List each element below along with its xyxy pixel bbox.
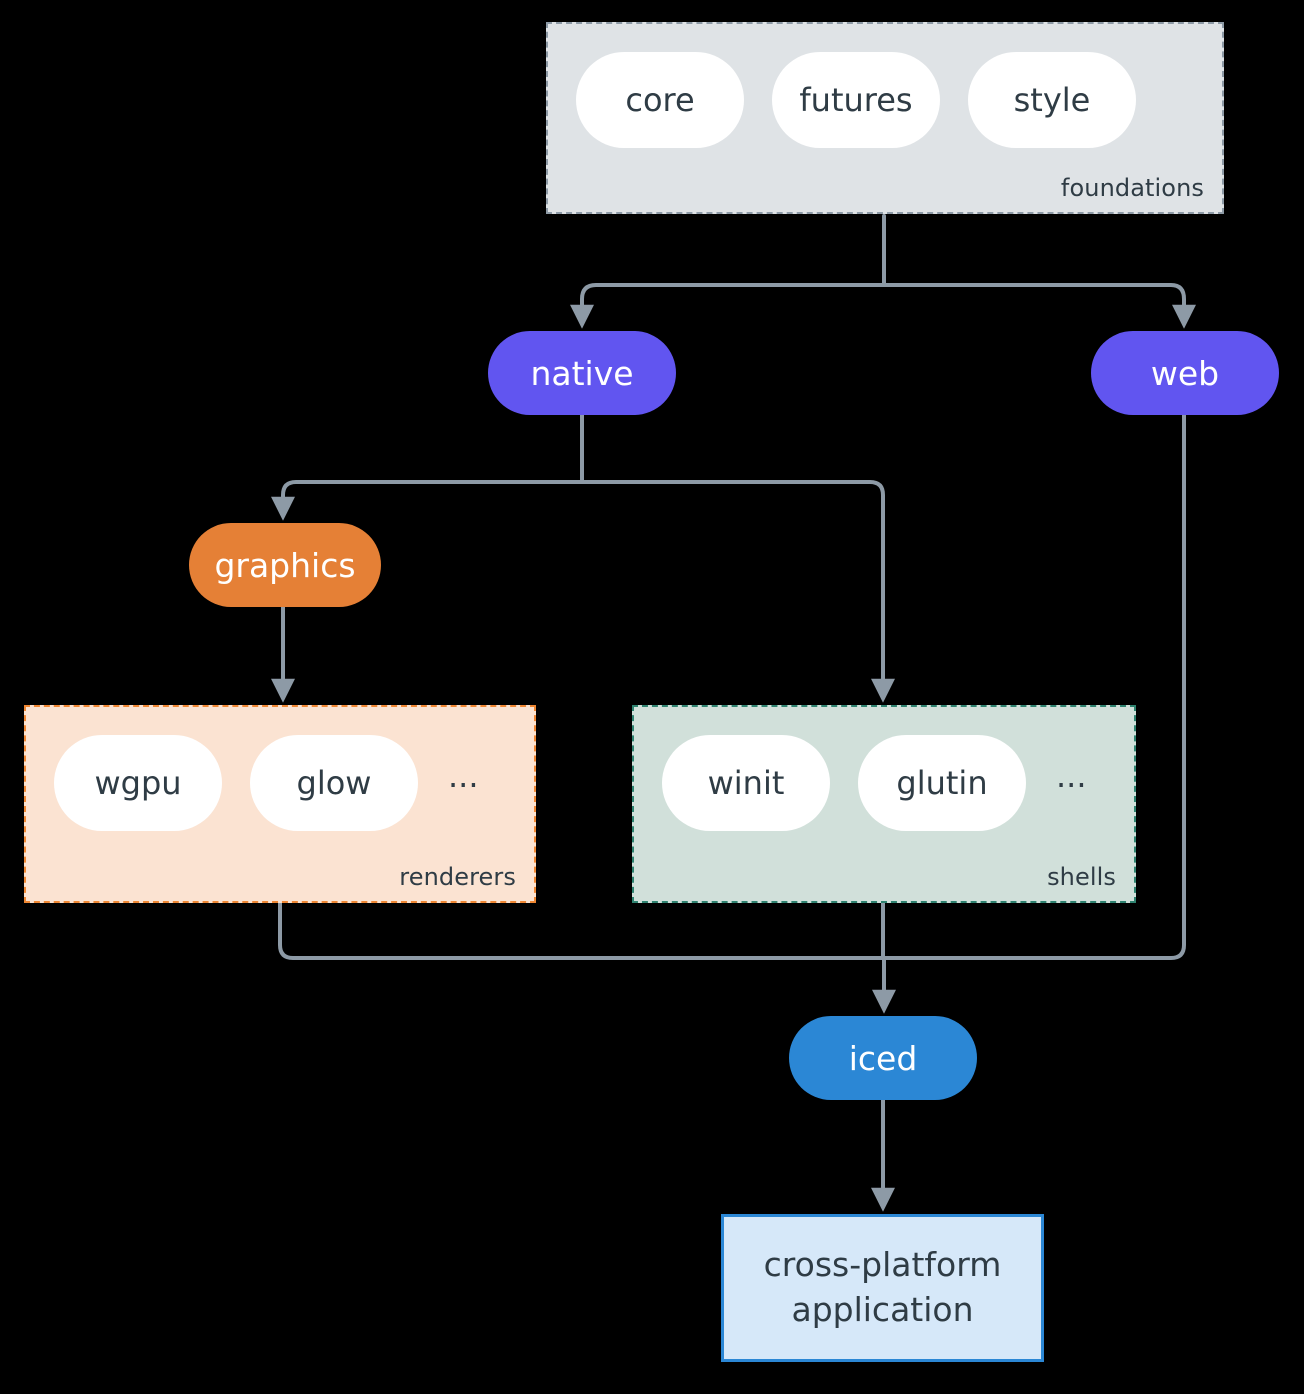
node-cross-platform-application[interactable]: cross-platform application — [721, 1214, 1044, 1362]
node-web-label: web — [1150, 353, 1220, 393]
edge-renderers-to-iced — [278, 901, 886, 960]
edge-native-to-graphics — [271, 480, 584, 521]
shells-pill-row: winit glutin ... — [634, 735, 1134, 831]
group-renderers: wgpu glow ... renderers — [24, 705, 536, 903]
pill-glutin-label: glutin — [896, 764, 988, 802]
node-iced-label: iced — [848, 1038, 918, 1078]
pill-core[interactable]: core — [576, 52, 744, 148]
group-shells: winit glutin ... shells — [632, 705, 1136, 903]
application-label-line1: cross-platform — [763, 1245, 1002, 1285]
node-web[interactable]: web — [1091, 331, 1279, 415]
node-native[interactable]: native — [488, 331, 676, 415]
renderers-overflow-ellipsis: ... — [448, 757, 479, 795]
application-label-line2: application — [791, 1290, 974, 1329]
node-iced[interactable]: iced — [789, 1016, 977, 1100]
pill-futures[interactable]: futures — [772, 52, 940, 148]
pill-futures-label: futures — [799, 81, 913, 119]
group-foundations: core futures style foundations — [546, 22, 1224, 214]
pill-glow-label: glow — [296, 764, 372, 802]
renderers-pill-row: wgpu glow ... — [26, 735, 534, 831]
pill-winit[interactable]: winit — [662, 735, 830, 831]
pill-wgpu[interactable]: wgpu — [54, 735, 222, 831]
pill-core-label: core — [625, 81, 695, 119]
foundations-pill-row: core futures style — [548, 52, 1222, 148]
pill-winit-label: winit — [707, 764, 785, 802]
pill-style[interactable]: style — [968, 52, 1136, 148]
pill-wgpu-label: wgpu — [94, 764, 182, 802]
node-graphics[interactable]: graphics — [189, 523, 381, 607]
shells-overflow-ellipsis: ... — [1056, 757, 1087, 795]
group-label-renderers: renderers — [399, 863, 516, 891]
pill-style-label: style — [1013, 81, 1091, 119]
group-label-foundations: foundations — [1060, 174, 1204, 202]
node-native-label: native — [530, 353, 634, 393]
edge-foundations-to-web — [882, 283, 1196, 329]
node-graphics-label: graphics — [214, 545, 356, 585]
pill-glow[interactable]: glow — [250, 735, 418, 831]
pill-glutin[interactable]: glutin — [858, 735, 1026, 831]
edge-native-to-shells — [580, 480, 895, 703]
edge-foundations-to-native — [570, 283, 886, 329]
group-label-shells: shells — [1047, 863, 1116, 891]
